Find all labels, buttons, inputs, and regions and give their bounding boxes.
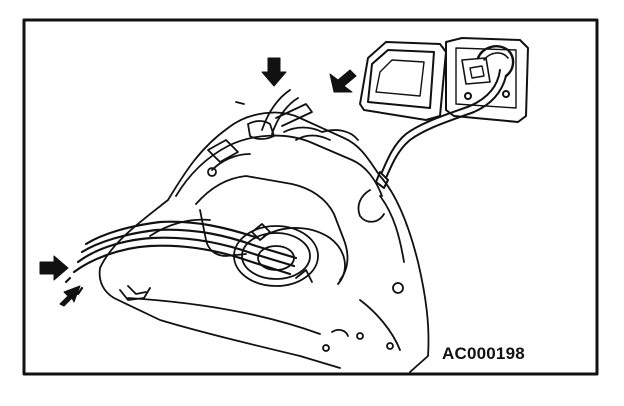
arrow-icon [261, 57, 287, 87]
fuel-tank [98, 111, 430, 373]
arrow-icon [39, 255, 69, 281]
arrow-icon [329, 69, 357, 93]
border-frame [22, 18, 599, 376]
figure-code: AC000198 [442, 344, 525, 363]
arrow-icon [59, 285, 81, 307]
callout-arrows [39, 57, 357, 307]
access-cover [359, 37, 529, 123]
harness-cable [375, 69, 507, 189]
vent-hoses [235, 89, 359, 141]
fuel-lines [64, 220, 298, 296]
